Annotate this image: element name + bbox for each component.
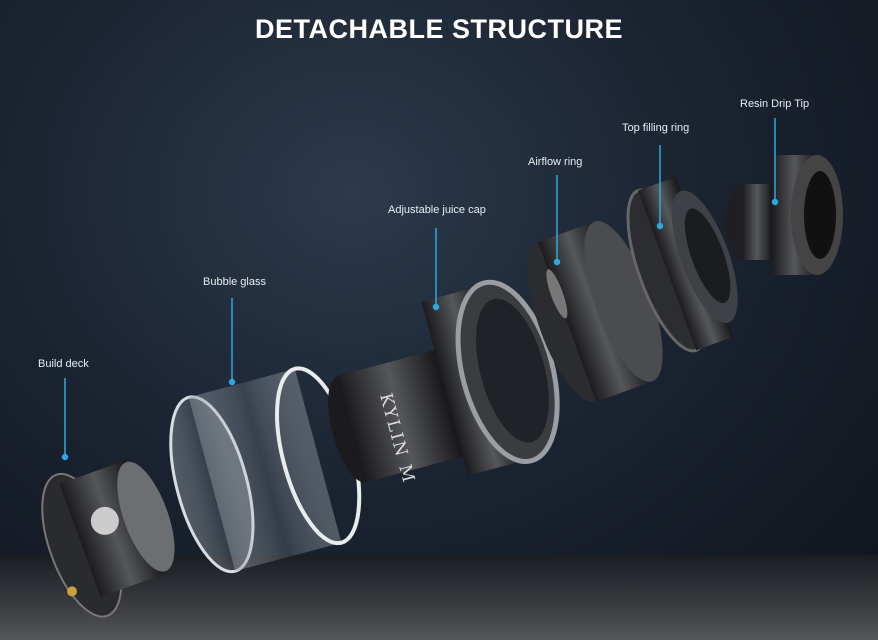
label-airflow-ring: Airflow ring bbox=[528, 156, 583, 168]
airflow-ring-part bbox=[527, 221, 663, 403]
build-deck-part bbox=[41, 460, 175, 618]
bubble-glass-part bbox=[169, 366, 362, 574]
label-juice-cap: Adjustable juice cap bbox=[388, 204, 486, 216]
page-title: DETACHABLE STRUCTURE bbox=[255, 14, 623, 44]
top-filling-ring-part bbox=[626, 176, 738, 353]
label-bubble-glass: Bubble glass bbox=[203, 276, 266, 288]
drip-tip-part bbox=[726, 155, 843, 275]
juice-cap-part bbox=[328, 279, 560, 483]
label-drip-tip: Resin Drip Tip bbox=[740, 98, 810, 110]
label-build-deck: Build deck bbox=[38, 358, 89, 370]
label-top-filling-ring: Top filling ring bbox=[622, 122, 690, 134]
